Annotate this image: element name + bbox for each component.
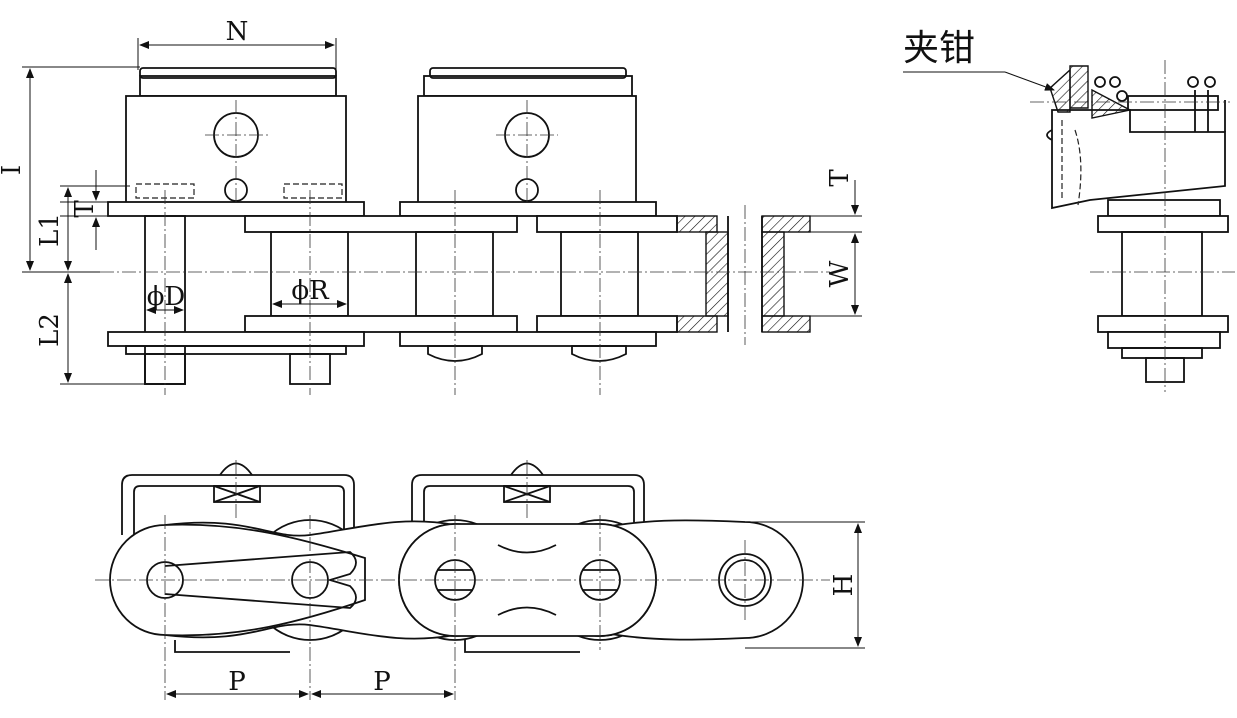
sectioned-link: [676, 215, 811, 333]
clamp-block-1: [125, 67, 347, 207]
label-L1: L1: [35, 213, 65, 247]
label-P-1: P: [228, 667, 246, 697]
label-N: N: [226, 17, 249, 47]
side-view: 夹钳: [903, 28, 1235, 392]
label-clamp: 夹钳: [903, 28, 975, 69]
label-L2: L2: [35, 313, 65, 347]
label-D: ϕD: [147, 282, 186, 312]
label-T-right: T: [825, 169, 855, 187]
top-view: N I T L1 L2 ϕD ϕR T W: [0, 17, 862, 395]
label-I: I: [0, 165, 27, 175]
label-H: H: [829, 574, 859, 597]
label-W: W: [825, 260, 855, 287]
label-T-left: T: [70, 200, 100, 218]
front-view: H P P: [95, 460, 865, 700]
label-P-2: P: [373, 667, 391, 697]
label-R: ϕR: [291, 276, 330, 306]
